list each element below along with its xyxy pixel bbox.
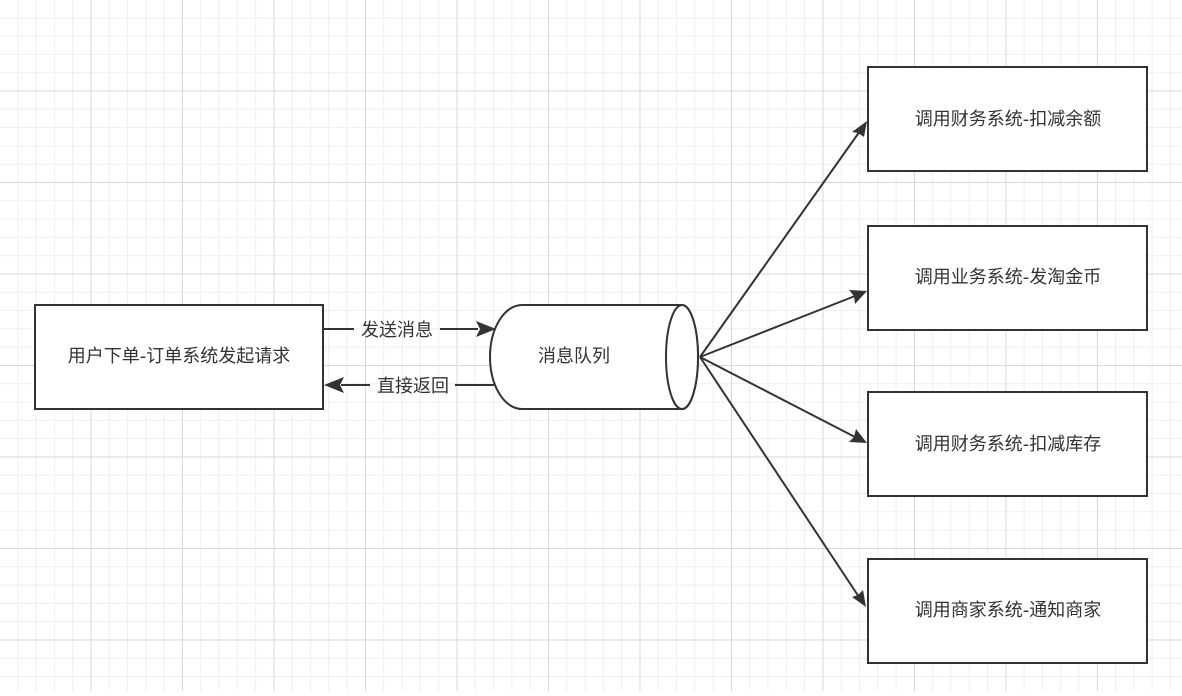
edge-to-target-4 — [699, 356, 860, 598]
target-node-3-box — [867, 391, 1148, 497]
target-node-2-label: 调用业务系统-发淘金币 — [915, 267, 1102, 288]
source-node[interactable]: 用户下单-订单系统发起请求 — [34, 304, 324, 410]
target-node-3[interactable]: 调用财务系统-扣减库存 — [867, 391, 1148, 497]
edge-send-arrowhead — [476, 321, 496, 337]
edge-to-target-3-arrowhead — [849, 429, 867, 443]
target-node-4-label: 调用商家系统-通知商家 — [915, 600, 1102, 621]
target-node-4-box — [867, 558, 1148, 664]
edge-to-target-2 — [699, 295, 856, 358]
target-node-3-label: 调用财务系统-扣减库存 — [915, 434, 1102, 455]
edge-send: 发送消息 — [323, 320, 496, 341]
edge-return-arrowhead — [324, 377, 344, 393]
source-node-box — [34, 304, 324, 410]
target-node-2[interactable]: 调用业务系统-发淘金币 — [867, 225, 1148, 331]
queue-node-label: 消息队列 — [538, 346, 610, 367]
edge-to-target-1 — [699, 130, 861, 358]
edge-to-target-2-arrowhead — [849, 290, 867, 304]
edge-to-target-4-arrowhead — [852, 590, 866, 607]
target-node-1[interactable]: 调用财务系统-扣减余额 — [867, 66, 1148, 172]
target-node-4[interactable]: 调用商家系统-通知商家 — [867, 558, 1148, 664]
target-node-1-label: 调用财务系统-扣减余额 — [915, 109, 1102, 130]
source-node-label: 用户下单-订单系统发起请求 — [68, 346, 291, 367]
queue-node[interactable]: 消息队列 — [489, 304, 699, 410]
fanout-edges — [699, 121, 867, 607]
edge-to-target-3 — [699, 356, 856, 438]
queue-node-end-cap — [665, 304, 699, 410]
edge-send-label: 发送消息 — [361, 320, 433, 341]
edge-return-label: 直接返回 — [377, 376, 449, 397]
target-node-1-box — [867, 66, 1148, 172]
edge-return: 直接返回 — [324, 376, 494, 397]
edge-to-target-1-arrowhead — [852, 121, 867, 137]
target-node-2-box — [867, 225, 1148, 331]
